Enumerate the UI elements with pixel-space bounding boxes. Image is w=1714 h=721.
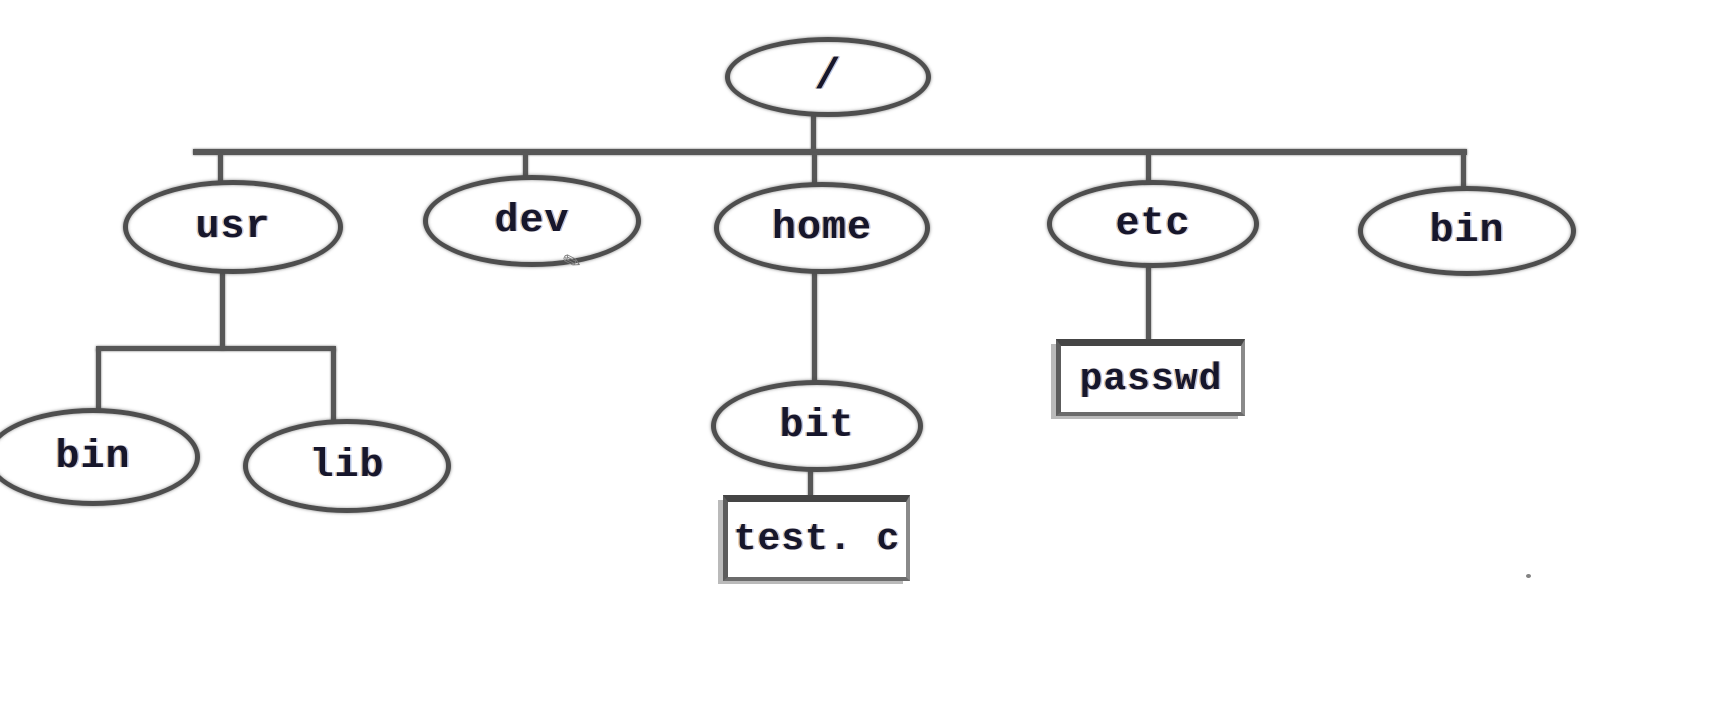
edge-bit-testc: [808, 458, 813, 498]
edge-usr-bin: [96, 349, 101, 411]
edge-root-dev: [523, 154, 528, 180]
node-file-passwd: passwd: [1056, 339, 1245, 416]
node-bin-label: bin: [1429, 208, 1505, 254]
edge-root-etc: [1146, 154, 1151, 184]
edge-usr-lib: [331, 349, 336, 423]
edge-usr-rail: [96, 346, 336, 351]
edge-usr-subrail: [220, 260, 225, 350]
node-usr-label: usr: [195, 204, 271, 250]
edge-root-rail: [811, 103, 816, 153]
node-home-label: home: [771, 205, 872, 251]
node-home: home: [714, 182, 930, 274]
node-root-label: /: [814, 52, 842, 102]
node-usr: usr: [123, 180, 343, 274]
node-usr-bin-label: bin: [55, 434, 131, 480]
node-file-test-c: test. c: [723, 495, 910, 581]
node-bin: bin: [1358, 186, 1576, 276]
edge-root-home: [812, 154, 817, 186]
edge-home-bit: [812, 261, 817, 384]
node-etc: etc: [1047, 180, 1259, 268]
node-etc-label: etc: [1115, 201, 1191, 247]
node-usr-bin: bin: [0, 408, 200, 506]
node-home-bit-label: bit: [779, 403, 855, 449]
node-home-bit: bit: [711, 380, 923, 472]
node-root: /: [725, 37, 931, 117]
speck-artifact: [1526, 574, 1531, 578]
node-dev: dev: [423, 175, 641, 267]
node-dev-label: dev: [494, 198, 570, 244]
node-usr-lib-label: lib: [309, 443, 385, 489]
edge-main-rail: [193, 149, 1467, 155]
edge-root-bin: [1461, 154, 1466, 190]
edge-etc-passwd: [1146, 255, 1151, 342]
edge-root-usr: [218, 154, 223, 184]
node-file-test-c-label: test. c: [733, 518, 901, 561]
node-usr-lib: lib: [243, 419, 451, 513]
node-file-passwd-label: passwd: [1079, 357, 1223, 401]
